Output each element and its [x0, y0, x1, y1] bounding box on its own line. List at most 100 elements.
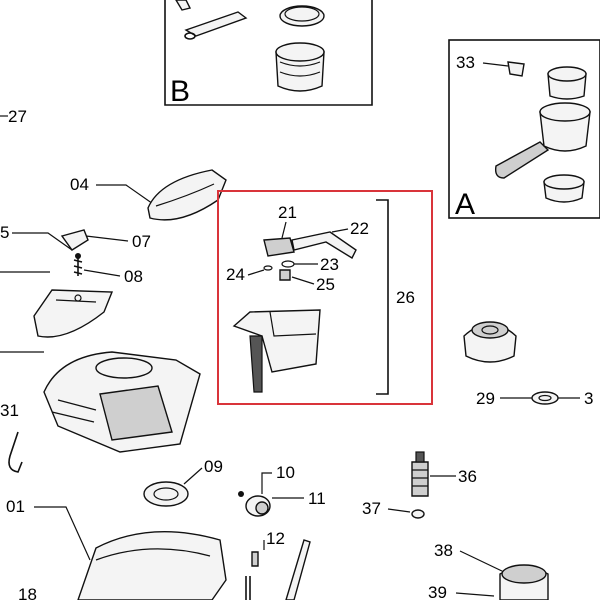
inset-b-label: B: [170, 75, 190, 108]
part-36-valve: [411, 461, 429, 497]
callout-31: 31: [0, 401, 19, 420]
leader-01: [34, 506, 91, 561]
leader-37: [387, 508, 411, 513]
part-30-washer-hole: [538, 394, 552, 402]
part-26-spout: [249, 335, 263, 393]
part-23-oring: [281, 260, 295, 268]
callout-10: 10: [276, 463, 295, 482]
callout-18: 18: [18, 585, 37, 600]
callout-12: 12: [266, 529, 285, 548]
callout-11: 11: [308, 489, 326, 508]
callout-29: 29: [476, 389, 495, 408]
callout-26: 26: [396, 288, 415, 307]
leader-22: [331, 228, 349, 233]
center-parts: 09 10 11 12: [143, 457, 326, 600]
inset-a: A 33: [448, 39, 600, 221]
part-09-washer-hole: [153, 487, 179, 501]
part-07-knob: [60, 229, 89, 251]
leader-38: [459, 550, 505, 573]
leader-24: [247, 269, 265, 276]
inset-b-ring-part: [279, 5, 325, 27]
callout-05: 5: [0, 223, 9, 242]
part-36-threads: [412, 469, 428, 487]
right-parts: 29 3 36 37 38 39: [362, 321, 593, 600]
highlight-box: [217, 190, 433, 405]
part-22-tube: [291, 231, 357, 259]
leader-25: [291, 276, 315, 285]
leader-07: [85, 235, 129, 242]
part-08-spring: [73, 256, 83, 276]
leader-05: [12, 232, 73, 251]
callout-38: 38: [434, 541, 453, 560]
housing-cavity: [99, 385, 173, 441]
callout-23: 23: [320, 255, 339, 274]
housing-opening: [95, 357, 153, 379]
callout-01: 01: [6, 497, 25, 516]
callout-25: 25: [316, 275, 335, 294]
part-12-rod: [245, 576, 251, 600]
housing-ribs: [51, 399, 97, 423]
part-29-knob-top: [471, 321, 509, 339]
part-01-base: [77, 530, 227, 600]
callout-30: 3: [584, 389, 593, 408]
inset-b-basket-part: [275, 51, 325, 92]
bracket-26: [376, 199, 389, 395]
callout-33: 33: [456, 53, 475, 72]
part-37-nut: [411, 509, 425, 519]
inset-b-frame: [164, 0, 373, 106]
inset-b: B: [164, 0, 373, 108]
inset-a-label: A: [455, 188, 475, 221]
inset-a-handle-part: [494, 141, 550, 179]
callout-22: 22: [350, 219, 369, 238]
part-38-cap-top: [501, 564, 547, 584]
panel-edge: [55, 299, 97, 303]
part-09-washer: [143, 481, 189, 507]
part-08-cap: [75, 253, 81, 259]
callout-39: 39: [428, 583, 447, 600]
callout-21: 21: [278, 203, 297, 222]
callout-07: 07: [132, 232, 151, 251]
leader-08: [83, 269, 121, 277]
inset-a-basket-rim: [543, 174, 585, 190]
callout-04: 04: [70, 175, 89, 194]
inset-b-clip-part: [175, 0, 192, 11]
part-10-dot: [238, 491, 244, 497]
inset-a-cup-rim: [547, 66, 587, 82]
inset-b-basket-ribs: [279, 61, 321, 77]
part-26-tank-edge: [269, 311, 317, 337]
leader-39: [455, 592, 495, 597]
part-36-tip: [415, 451, 425, 463]
callout-36: 36: [458, 467, 477, 486]
part-21-valve: [263, 237, 295, 257]
part-12-pin: [251, 551, 259, 567]
part-30-washer: [531, 391, 559, 405]
inset-a-frame: [448, 39, 600, 219]
inset-a-filter-rim: [539, 102, 591, 122]
part-25-fitting: [279, 269, 291, 281]
leader-33: [482, 62, 509, 67]
leader-09: [183, 467, 203, 485]
inset-b-basket-rim: [275, 42, 325, 62]
panel-part: [33, 289, 114, 338]
inset-b-ring-inner: [284, 6, 320, 22]
leader-21: [281, 221, 287, 239]
leader-04: [96, 184, 157, 207]
inset-b-lever-part: [184, 11, 248, 37]
part-33-tab: [507, 61, 525, 77]
part-31-wire: [8, 431, 23, 473]
leader-10: [261, 472, 272, 494]
center-rod-part: [285, 539, 311, 600]
panel-hole: [74, 294, 82, 302]
left-parts: 27 04 5 07 08 31 01: [0, 107, 227, 600]
part-24-ring: [263, 265, 273, 271]
part-29-knob-center: [481, 325, 499, 335]
part-04-edge: [155, 183, 215, 207]
inset-a-filter-body: [539, 111, 591, 152]
callout-09: 09: [204, 457, 223, 476]
part-01-edge: [95, 548, 211, 561]
part-26-tank: [232, 309, 321, 373]
callout-08: 08: [124, 267, 143, 286]
callout-37: 37: [362, 499, 381, 518]
inset-b-lever-end: [184, 32, 196, 40]
